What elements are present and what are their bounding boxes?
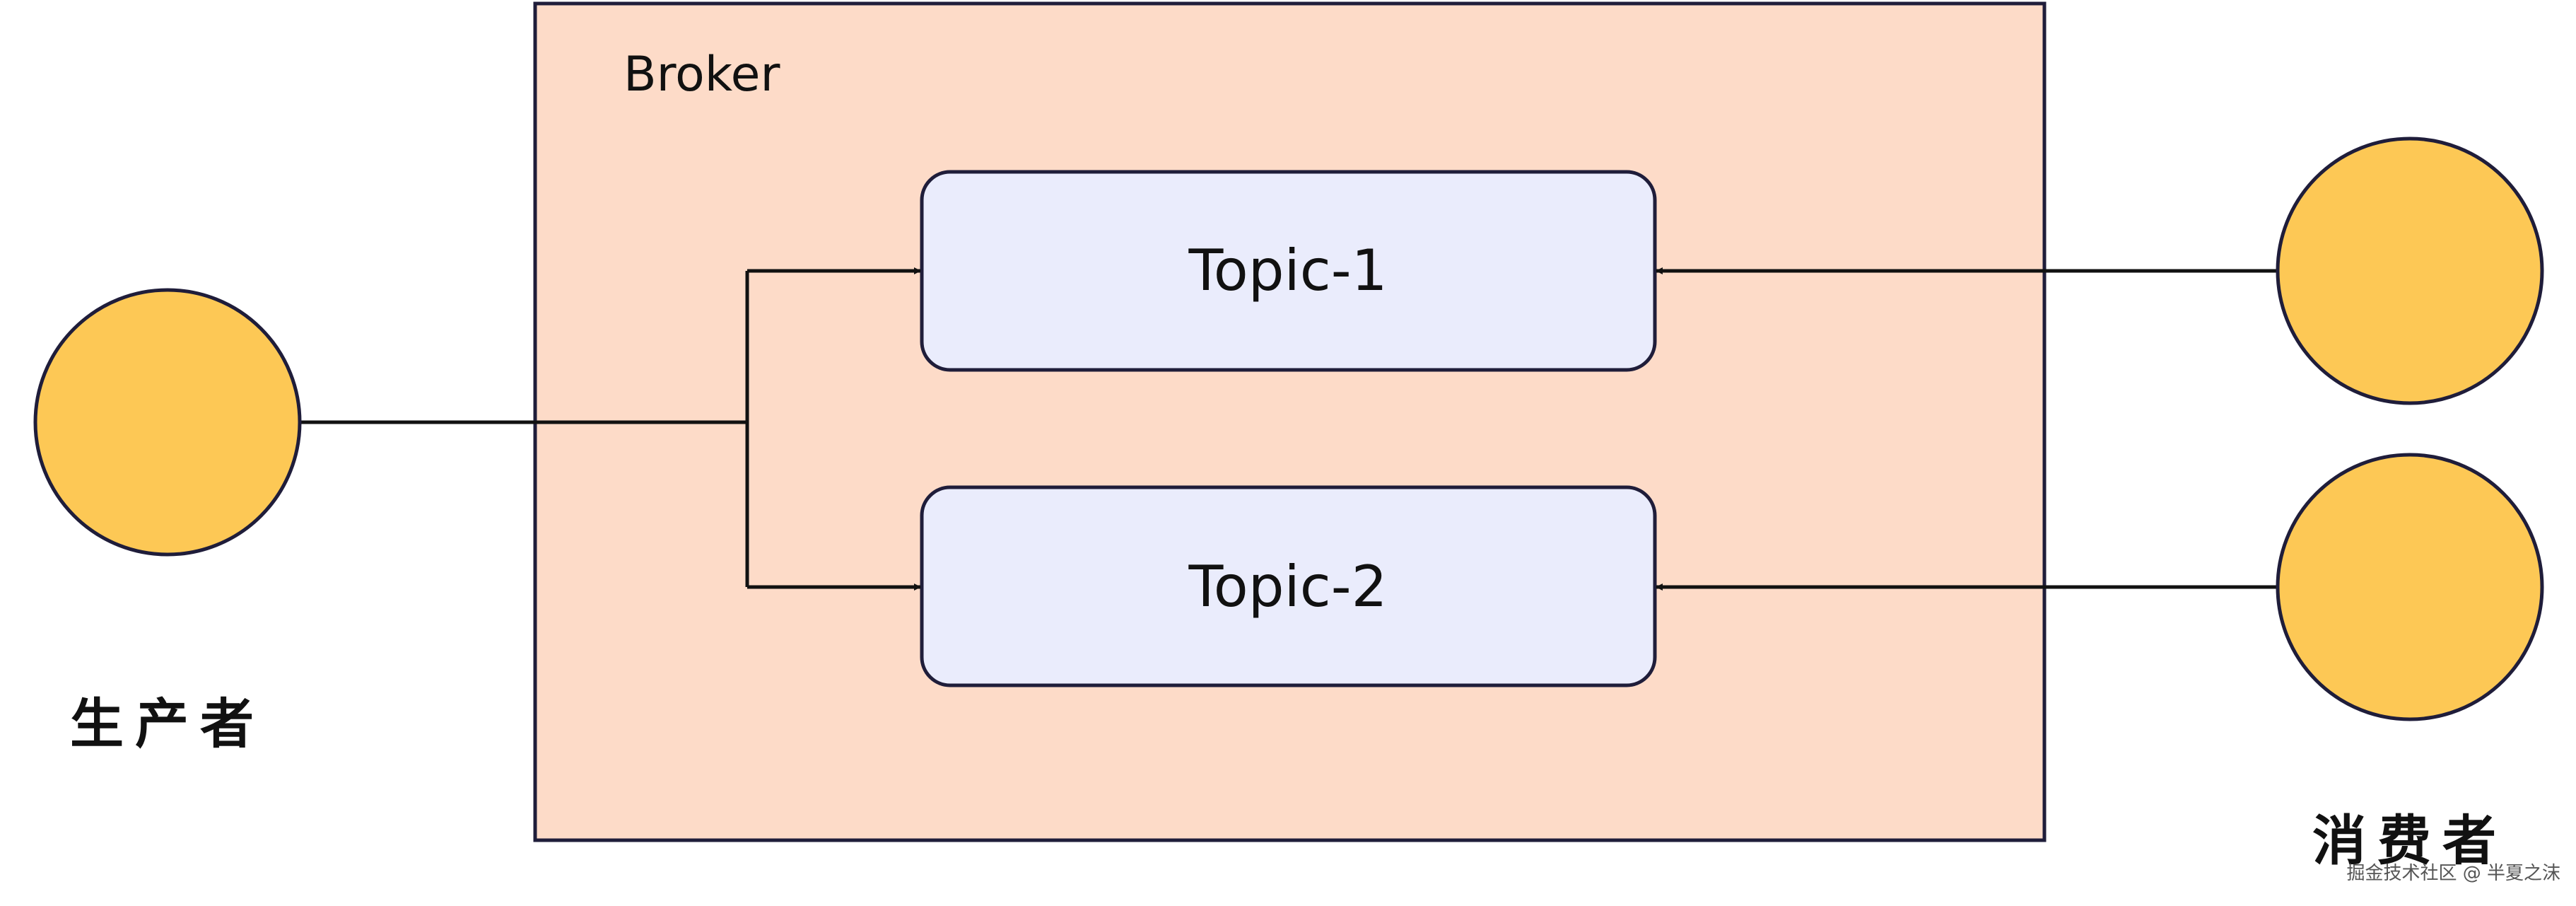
producer-node <box>33 288 302 557</box>
broker-label: Broker <box>623 47 780 103</box>
topic-1-box <box>920 170 1657 372</box>
topic-2-box <box>920 485 1657 687</box>
watermark-text: 掘金技术社区 @ 半夏之沫 <box>2346 863 2560 884</box>
topic-2-label: Topic-2 <box>1188 554 1388 620</box>
producer-label: 生产者 <box>70 692 265 755</box>
consumer-label: 消费者 <box>2312 809 2507 872</box>
consumer-node-1 <box>2276 137 2544 405</box>
topic-1-label: Topic-1 <box>1188 238 1388 303</box>
broker-box <box>533 1 2047 842</box>
consumer-node-2 <box>2276 453 2544 721</box>
